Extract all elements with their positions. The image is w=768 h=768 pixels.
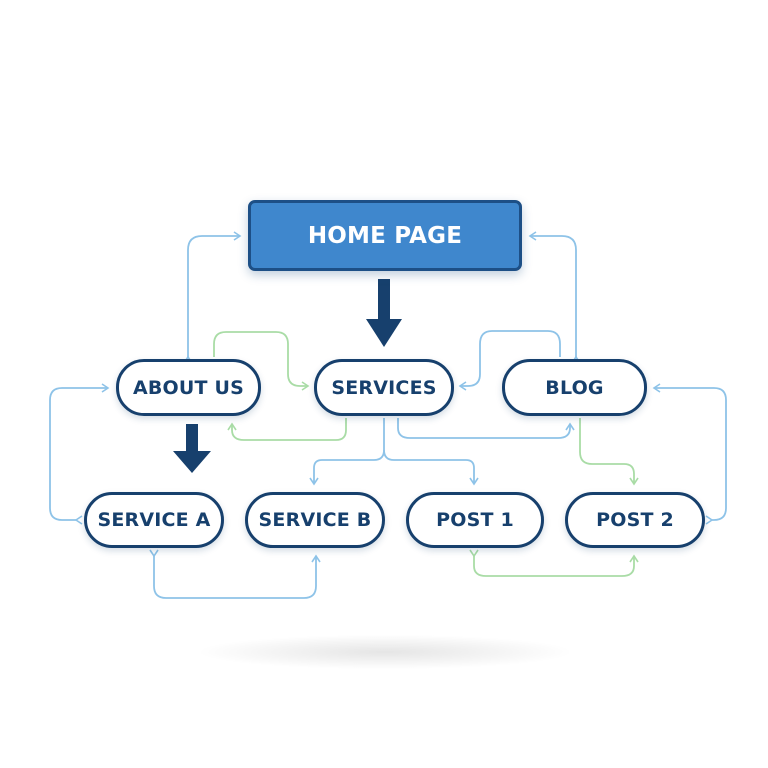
link-services-blog-bottom [397, 418, 575, 439]
node-service-a[interactable]: SERVICE A [84, 492, 224, 548]
node-blog[interactable]: BLOG [502, 359, 647, 416]
link-about-home [183, 231, 242, 364]
link-about-services-top [213, 331, 310, 391]
link-services-about-bottom [227, 418, 347, 441]
node-post-1[interactable]: POST 1 [406, 492, 544, 548]
link-services-branch [309, 418, 385, 486]
diagram-shadow [200, 635, 570, 669]
link-servicea-about [49, 383, 110, 525]
arrow-about-servicea [173, 424, 211, 473]
node-home-page[interactable]: HOME PAGE [248, 200, 522, 271]
node-post-2[interactable]: POST 2 [565, 492, 705, 548]
node-about-us[interactable]: ABOUT US [116, 359, 261, 416]
link-servicea-serviceb [149, 549, 321, 599]
node-services[interactable]: SERVICES [314, 359, 454, 416]
arrow-home-services [366, 279, 402, 347]
link-blog-home [528, 231, 581, 364]
link-post2-blog [652, 383, 727, 525]
link-post1-post2 [469, 549, 639, 577]
link-blog-services-top [458, 330, 561, 391]
link-services-post1 [383, 449, 479, 486]
node-service-b[interactable]: SERVICE B [245, 492, 385, 548]
link-blog-post2 [579, 418, 639, 486]
